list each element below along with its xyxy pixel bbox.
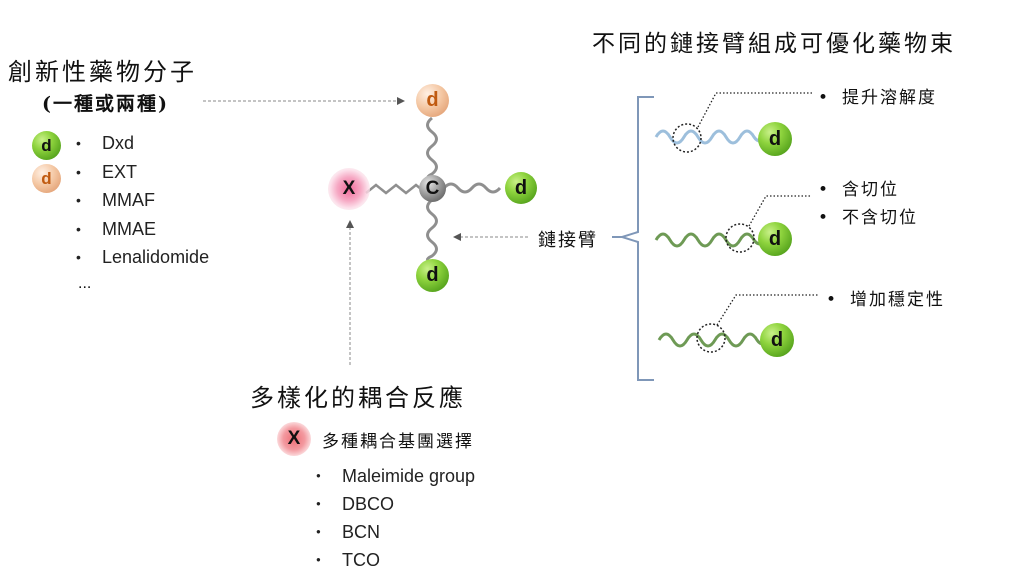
- linker-1-payload: d: [758, 122, 792, 156]
- conjugation-section-title: 多樣化的耦合反應: [250, 384, 466, 412]
- payload-green-icon: d: [32, 131, 61, 160]
- payload-list: Dxd EXT MMAF MMAE Lenalidomide: [76, 129, 209, 272]
- linker-1-note: 提升溶解度: [818, 83, 937, 108]
- linker-2-highlight-circle: [725, 223, 755, 253]
- linker-1-wave: [654, 129, 765, 145]
- linker-bottom: [426, 198, 438, 264]
- payload-section-subtitle: (一種或兩種): [42, 93, 169, 115]
- conjugation-group-item: DBCO: [316, 490, 475, 518]
- payload-item: MMAE: [76, 215, 209, 244]
- payload-more: ...: [78, 275, 92, 292]
- payload-section-title: 創新性藥物分子: [8, 58, 197, 86]
- payload-item: Dxd: [76, 129, 209, 158]
- linker-2-note: 含切位: [818, 175, 899, 200]
- payload-item: Lenalidomide: [76, 243, 209, 272]
- linker-section-title: 不同的鏈接臂組成可優化藥物束: [592, 31, 956, 57]
- linker-2-wave: [654, 232, 765, 248]
- conjugation-group-item: BCN: [316, 518, 475, 546]
- linker-3-payload: d: [760, 323, 794, 357]
- linker-bracket: [618, 96, 654, 381]
- conjugation-subtitle: 多種耦合基團選擇: [322, 432, 474, 452]
- linker-1-callout: [697, 92, 812, 128]
- linker-1-highlight-circle: [672, 123, 702, 153]
- conjugation-group-item: Maleimide group: [316, 462, 475, 490]
- linker-3-callout: [716, 294, 818, 326]
- conjugation-group-list: Maleimide group DBCO BCN TCO: [316, 462, 475, 574]
- linker-2-note: 不含切位: [818, 203, 918, 228]
- core-c-node: C: [419, 175, 446, 202]
- payload-item: MMAF: [76, 186, 209, 215]
- payload-orange-icon: d: [32, 164, 61, 193]
- payload-top-orange: d: [416, 84, 449, 117]
- conjugation-x-node: X: [328, 168, 370, 210]
- linker-3-highlight-circle: [696, 323, 726, 353]
- linker-3-wave: [657, 332, 768, 348]
- payload-right-green: d: [505, 172, 537, 204]
- linker-top: [426, 116, 438, 186]
- linker-label: 鏈接臂: [538, 230, 598, 251]
- linker-left: [365, 183, 427, 195]
- linker-2-payload: d: [758, 222, 792, 256]
- conjugation-group-item: TCO: [316, 546, 475, 574]
- payload-bottom-green: d: [416, 259, 449, 292]
- linker-2-callout: [748, 195, 812, 227]
- payload-item: EXT: [76, 158, 209, 187]
- conjugation-x-icon: X: [277, 422, 311, 456]
- linker-3-note: 增加穩定性: [826, 285, 945, 310]
- linker-right: [442, 182, 502, 194]
